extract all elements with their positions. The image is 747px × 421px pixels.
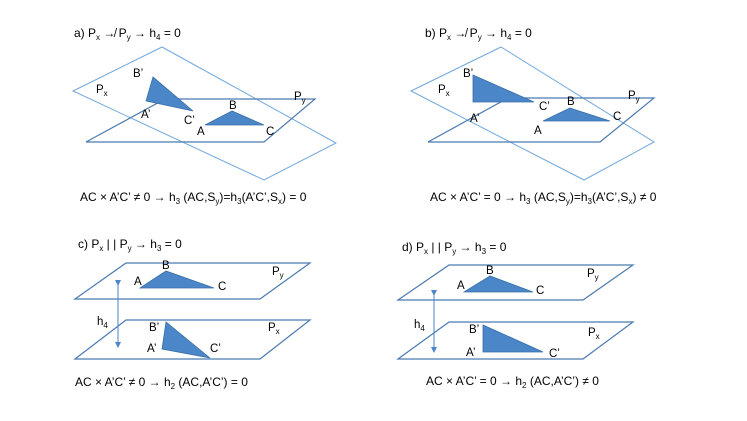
panel-a-caption: a) Px ↛ Py → h4 = 0 bbox=[74, 26, 181, 42]
triangle-abc bbox=[204, 110, 265, 126]
vertex-a: A bbox=[457, 280, 465, 292]
vertex-c-prime: C’ bbox=[184, 115, 195, 127]
vertex-c: C bbox=[536, 285, 544, 297]
vertex-b: B bbox=[486, 265, 494, 277]
panel-d: d) Px | | Py → h3 = 0 h4 Py Px B A C B’ … bbox=[396, 240, 635, 390]
vertex-b: B bbox=[162, 260, 170, 272]
panel-b-formula: AC × A’C’ = 0 → h3 (AC,Sy)=h3(A’C’,Sx) ≠… bbox=[430, 190, 657, 206]
label-h4: h4 bbox=[97, 316, 108, 330]
plane-py bbox=[85, 98, 317, 143]
triangle-abc bbox=[542, 107, 611, 122]
label-px: Px bbox=[588, 327, 600, 341]
panel-c-caption: c) Px | | Py → h3 = 0 bbox=[78, 237, 182, 253]
panel-a-formula: AC × A’C’ ≠ 0 → h3 (AC,Sy)=h3(A’C’,Sx) =… bbox=[80, 190, 307, 206]
label-py: Py bbox=[587, 268, 599, 282]
vertex-a: A bbox=[534, 125, 542, 137]
panel-c: c) Px | | Py → h3 = 0 h4 Py Px B A C B’ … bbox=[73, 237, 312, 391]
vertex-a-prime: A’ bbox=[141, 109, 150, 121]
vertex-c: C bbox=[613, 111, 621, 123]
vertex-a-prime: A’ bbox=[470, 113, 479, 125]
label-px: Px bbox=[268, 322, 280, 336]
triangle-abc bbox=[462, 275, 534, 293]
vertex-b-prime: B’ bbox=[149, 322, 159, 334]
label-h4: h4 bbox=[414, 319, 425, 333]
vertex-b: B bbox=[567, 96, 575, 108]
plane-py bbox=[427, 97, 656, 143]
label-px: Px bbox=[438, 84, 450, 98]
vertex-a-prime: A’ bbox=[147, 343, 156, 355]
vertex-c-prime: C’ bbox=[549, 348, 560, 360]
label-py: Py bbox=[294, 91, 306, 105]
vertex-c-prime: C’ bbox=[539, 101, 550, 113]
plane-py bbox=[396, 264, 635, 301]
vertex-c: C bbox=[266, 126, 274, 138]
vertex-b-prime: B’ bbox=[469, 324, 479, 336]
vertex-b-prime: B’ bbox=[133, 68, 143, 80]
vertex-a: A bbox=[197, 126, 205, 138]
vertex-a-prime: A’ bbox=[466, 347, 475, 359]
plane-px bbox=[73, 319, 312, 360]
triangle-prime bbox=[161, 321, 211, 359]
vertex-c-prime: C’ bbox=[210, 343, 221, 355]
panel-d-formula: AC × A’C’ = 0 → h2 (AC,A’C’) ≠ 0 bbox=[426, 374, 599, 390]
triangle-prime bbox=[145, 76, 194, 112]
panel-c-formula: AC × A’C’ ≠ 0 → h2 (AC,A’C’) = 0 bbox=[75, 375, 248, 391]
triangle-prime bbox=[482, 324, 544, 353]
panel-b: b) Px ↛ Py → h4 = 0 Px Py B’ A’ C’ B A C… bbox=[409, 26, 657, 206]
triangle-prime bbox=[472, 74, 535, 103]
panel-a: a) Px ↛ Py → h4 = 0 Px Py B’ A’ C’ B A C… bbox=[71, 26, 338, 206]
plane-px bbox=[409, 46, 655, 181]
triangle-abc bbox=[138, 270, 215, 289]
vertex-c: C bbox=[218, 281, 226, 293]
vertex-b-prime: B’ bbox=[463, 68, 473, 80]
label-py: Py bbox=[628, 90, 640, 104]
panel-d-caption: d) Px | | Py → h3 = 0 bbox=[402, 240, 507, 256]
label-py: Py bbox=[272, 266, 284, 280]
label-px: Px bbox=[96, 84, 108, 98]
vertex-b: B bbox=[229, 100, 237, 112]
plane-px bbox=[71, 46, 338, 181]
panel-b-caption: b) Px ↛ Py → h4 = 0 bbox=[425, 26, 532, 42]
vertex-a: A bbox=[134, 276, 142, 288]
plane-py bbox=[73, 262, 312, 300]
